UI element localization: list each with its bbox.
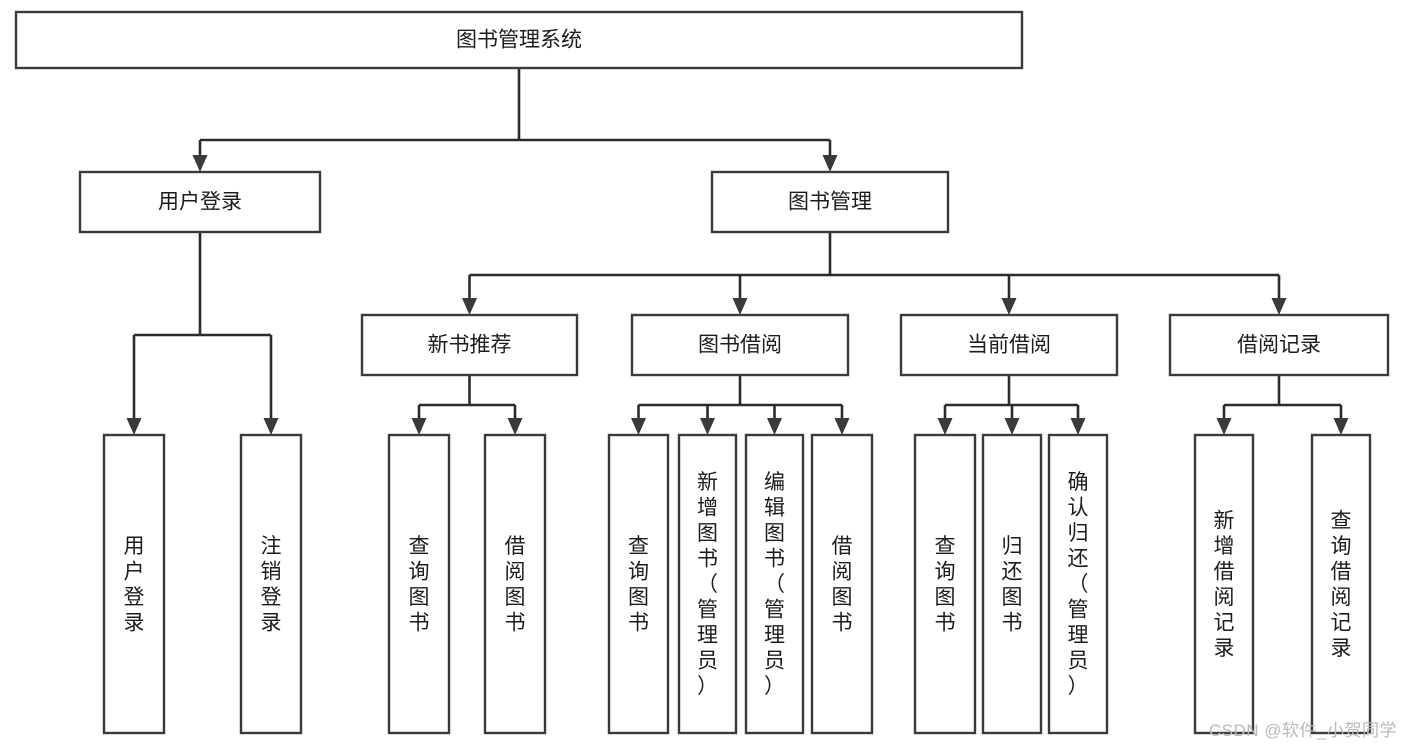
node-borrow-record-label: 借阅记录 (1237, 334, 1321, 357)
node-new-book-recommend[interactable]: 新书推荐 (360, 313, 579, 377)
arrow-head-icon (1216, 418, 1232, 435)
node-leaf-borrow-book-box[interactable] (810, 433, 874, 735)
node-book-management[interactable]: 图书管理 (710, 170, 950, 234)
arrow-head-icon (507, 418, 523, 435)
arrow-head-icon (1004, 418, 1020, 435)
node-leaf-add-borrow-record[interactable]: 新增借阅记录 (1193, 433, 1255, 735)
node-leaf-confirm-return-admin[interactable]: 确认归还（管理员） (1047, 433, 1109, 735)
node-leaf-query-book-recommend[interactable]: 查询图书 (387, 433, 451, 735)
node-leaf-user-login-label: 用户登录 (124, 535, 145, 635)
node-leaf-logout-login-label: 注销登录 (261, 535, 282, 635)
arrow-head-icon (937, 418, 953, 435)
node-leaf-edit-book-admin-box[interactable] (744, 433, 805, 735)
node-leaf-query-book-recommend-box[interactable] (387, 433, 451, 735)
arrow-head-icon (822, 155, 838, 172)
node-leaf-return-book[interactable]: 归还图书 (981, 433, 1043, 735)
node-user-login-label: 用户登录 (158, 191, 242, 214)
node-leaf-borrow-book[interactable]: 借阅图书 (810, 433, 874, 735)
arrow-head-icon (1333, 418, 1349, 435)
node-leaf-query-book-current-label: 查询图书 (935, 535, 956, 635)
node-leaf-query-book-recommend-label: 查询图书 (409, 535, 430, 635)
node-borrow-record[interactable]: 借阅记录 (1168, 313, 1390, 377)
arrow-head-icon (126, 418, 142, 435)
arrow-head-icon (1070, 418, 1086, 435)
node-current-borrow-label: 当前借阅 (967, 334, 1051, 357)
node-leaf-return-book-label: 归还图书 (1002, 535, 1023, 635)
node-book-borrow-label: 图书借阅 (698, 334, 782, 357)
node-current-borrow[interactable]: 当前借阅 (899, 313, 1119, 377)
node-leaf-add-borrow-record-label: 新增借阅记录 (1214, 509, 1235, 660)
node-leaf-return-book-box[interactable] (981, 433, 1043, 735)
node-book-management-box[interactable] (710, 170, 950, 234)
node-borrow-record-box[interactable] (1168, 313, 1390, 377)
node-leaf-query-book-borrow-label: 查询图书 (628, 535, 649, 635)
node-leaf-user-login[interactable]: 用户登录 (102, 433, 166, 735)
node-leaf-query-book-borrow-box[interactable] (607, 433, 670, 735)
arrow-head-icon (700, 418, 715, 435)
node-root-root-box[interactable] (14, 10, 1024, 70)
node-root-root-label: 图书管理系统 (456, 29, 582, 52)
arrow-head-icon (263, 418, 279, 435)
node-leaf-query-borrow-record-box[interactable] (1310, 433, 1372, 735)
watermark-label: CSDN @软件_小贺同学 (1208, 721, 1397, 740)
node-new-book-recommend-box[interactable] (360, 313, 579, 377)
arrow-head-icon (1001, 298, 1017, 315)
node-leaf-query-book-borrow[interactable]: 查询图书 (607, 433, 670, 735)
arrow-head-icon (732, 298, 748, 315)
node-root-root[interactable]: 图书管理系统 (14, 10, 1024, 70)
arrow-head-icon (411, 418, 427, 435)
node-leaf-borrow-book-recommend-box[interactable] (483, 433, 547, 735)
arrow-head-icon (767, 418, 782, 435)
arrow-head-icon (192, 155, 208, 172)
node-user-login[interactable]: 用户登录 (78, 170, 322, 234)
node-book-management-label: 图书管理 (788, 191, 872, 214)
arrow-head-icon (834, 418, 850, 435)
node-book-borrow[interactable]: 图书借阅 (630, 313, 850, 377)
node-leaf-logout-login-box[interactable] (239, 433, 303, 735)
node-leaf-query-book-current[interactable]: 查询图书 (913, 433, 977, 735)
node-leaf-borrow-book-label: 借阅图书 (832, 535, 853, 635)
arrow-head-icon (1271, 298, 1287, 315)
node-leaf-user-login-box[interactable] (102, 433, 166, 735)
connector-layer (126, 68, 1349, 435)
node-user-login-box[interactable] (78, 170, 322, 234)
node-current-borrow-box[interactable] (899, 313, 1119, 377)
node-new-book-recommend-label: 新书推荐 (428, 334, 512, 357)
arrow-head-icon (631, 418, 646, 435)
arrow-head-icon (462, 298, 477, 315)
node-leaf-edit-book-admin-label: 编辑图书（管理员） (764, 471, 785, 698)
node-layer: 图书管理系统用户登录图书管理新书推荐图书借阅当前借阅借阅记录用户登录注销登录查询… (14, 10, 1390, 735)
node-leaf-logout-login[interactable]: 注销登录 (239, 433, 303, 735)
node-leaf-confirm-return-admin-label: 确认归还（管理员） (1068, 471, 1089, 698)
node-leaf-borrow-book-recommend-label: 借阅图书 (505, 535, 526, 635)
node-leaf-query-book-current-box[interactable] (913, 433, 977, 735)
node-leaf-add-borrow-record-box[interactable] (1193, 433, 1255, 735)
node-leaf-confirm-return-admin-box[interactable] (1047, 433, 1109, 735)
node-leaf-borrow-book-recommend[interactable]: 借阅图书 (483, 433, 547, 735)
node-leaf-add-book-admin[interactable]: 新增图书（管理员） (677, 433, 738, 735)
node-leaf-edit-book-admin[interactable]: 编辑图书（管理员） (744, 433, 805, 735)
node-leaf-query-borrow-record[interactable]: 查询借阅记录 (1310, 433, 1372, 735)
node-book-borrow-box[interactable] (630, 313, 850, 377)
node-leaf-add-book-admin-label: 新增图书（管理员） (697, 471, 718, 698)
node-leaf-query-borrow-record-label: 查询借阅记录 (1331, 509, 1352, 660)
node-leaf-add-book-admin-box[interactable] (677, 433, 738, 735)
